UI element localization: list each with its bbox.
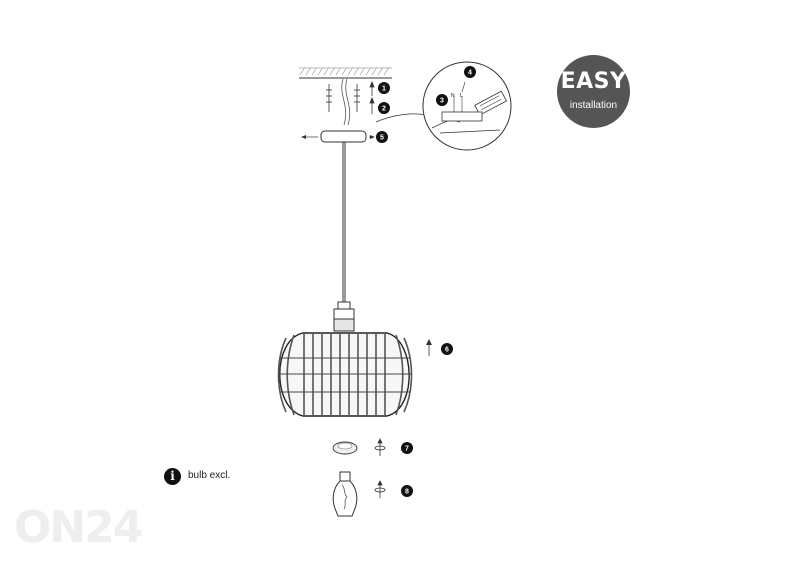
wiring-detail: N L xyxy=(422,61,512,151)
rotate-icon xyxy=(374,438,386,456)
ceiling xyxy=(299,66,392,79)
watermark-logo: ON24 xyxy=(14,502,143,553)
pendant-cord xyxy=(342,142,346,302)
rattan-shade xyxy=(277,332,413,417)
wall-anchors xyxy=(326,78,375,126)
lampholder-ring xyxy=(332,441,358,455)
easy-installation-badge: EASY installation xyxy=(557,55,630,128)
svg-text:8: 8 xyxy=(405,489,409,496)
step-marker-6: 6 xyxy=(441,343,453,355)
svg-text:1: 1 xyxy=(382,86,386,93)
step-marker-2: 2 xyxy=(378,102,390,114)
filament-bulb xyxy=(332,471,358,517)
svg-text:4: 4 xyxy=(468,70,472,77)
insert-arrow xyxy=(426,339,432,356)
step-marker-4: 4 xyxy=(464,66,476,78)
svg-text:7: 7 xyxy=(405,446,409,453)
step-marker-8: 8 xyxy=(401,485,413,497)
step-marker-7: 7 xyxy=(401,442,413,454)
svg-text:6: 6 xyxy=(445,347,449,354)
badge-title: EASY xyxy=(560,69,627,94)
rotate-icon xyxy=(374,480,386,498)
step-marker-3: 3 xyxy=(436,94,448,106)
bulb-note-text: bulb excl. xyxy=(188,470,231,481)
svg-text:2: 2 xyxy=(382,106,386,113)
step-marker-1: 1 xyxy=(378,82,390,94)
info-icon: i xyxy=(164,468,181,485)
ceiling-canopy xyxy=(301,130,375,143)
badge-subtitle: installation xyxy=(569,100,618,111)
lamp-socket xyxy=(333,301,355,332)
step-marker-5: 5 xyxy=(376,131,388,143)
svg-text:5: 5 xyxy=(380,135,384,142)
neutral-label: N xyxy=(451,93,455,99)
svg-text:3: 3 xyxy=(440,98,444,105)
live-label: L xyxy=(460,93,463,99)
